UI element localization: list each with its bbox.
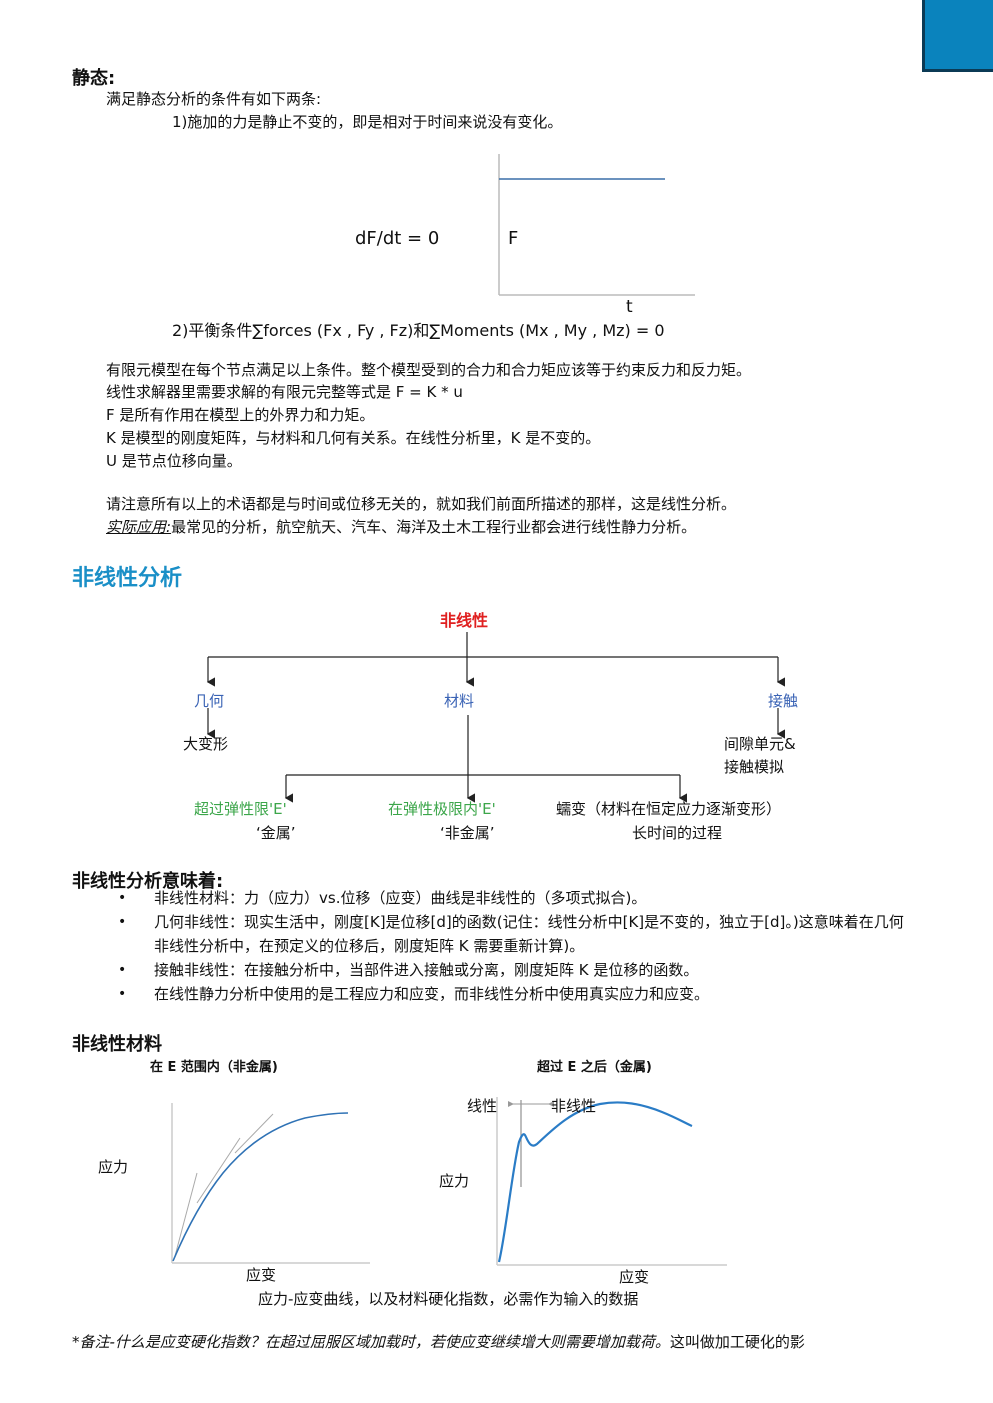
tree-within-elastic: 在弹性极限内'E' — [388, 800, 496, 818]
condition-1: 1)施加的力是静止不变的，即是相对于时间来说没有变化。 — [172, 113, 563, 131]
condition-2: 2)平衡条件∑forces (Fx , Fy , Fz)和∑Moments (M… — [172, 321, 665, 340]
tree-creep-line1: 蠕变（材料在恒定应力逐渐变形） — [556, 800, 782, 818]
para-line-1: 有限元模型在每个节点满足以上条件。整个模型受到的合力和合力矩应该等于约束反力和反… — [106, 361, 752, 379]
tree-gap-element-line1: 间隙单元& — [724, 735, 796, 753]
right-axis-stress: 应力 — [439, 1172, 470, 1190]
footnote-italic: *备注-什么是应变硬化指数？在超过屈服区域加载时，若使应变继续增大则需要增加载荷… — [72, 1333, 670, 1351]
footnote-rest: 这叫做加工硬化的影 — [669, 1333, 805, 1351]
left-axis-strain: 应变 — [246, 1266, 277, 1284]
footnote: *备注-什么是应变硬化指数？在超过屈服区域加载时，若使应变继续增大则需要增加载荷… — [72, 1331, 805, 1352]
para-line-3: F 是所有作用在模型上的外界力和力矩。 — [106, 406, 375, 424]
means-list: 非线性材料：力（应力）vs.位移（应变）曲线是非线性的（多项式拟合)。 几何非线… — [118, 886, 918, 1006]
section-title-nonlinear: 非线性分析 — [72, 566, 183, 591]
para-line-4: K 是模型的刚度矩阵，与材料和几何有关系。在线性分析里，K 是不变的。 — [106, 429, 601, 447]
right-curve — [497, 1101, 693, 1263]
tree-root: 非线性 — [440, 611, 489, 630]
static-intro: 满足静态分析的条件有如下两条: — [106, 90, 322, 108]
tree-geometry: 几何 — [194, 692, 225, 710]
tree-material: 材料 — [444, 692, 475, 710]
list-item: 接触非线性：在接触分析中，当部件进入接触或分离，刚度矩阵 K 是位移的函数。 — [118, 958, 918, 982]
chart-left-title: 在 E 范围内（非金属) — [150, 1060, 278, 1075]
corner-tab — [922, 0, 993, 72]
para-line-2: 线性求解器里需要求解的有限元完整等式是 F = K * u — [106, 383, 463, 401]
left-tangent-3 — [234, 1113, 274, 1154]
tree-beyond-elastic: 超过弹性限'E' — [194, 800, 287, 818]
force-time-graph — [498, 154, 695, 296]
graph-axis-y-label: F — [508, 228, 519, 249]
list-item: 几何非线性：现实生活中，刚度[K]是位移[d]的函数(记住：线性分析中[K]是不… — [118, 910, 918, 958]
tree-metal: ‘金属’ — [256, 824, 296, 842]
stress-strain-chart-metal — [496, 1097, 727, 1266]
left-curve — [172, 1112, 349, 1262]
list-item: 在线性静力分析中使用的是工程应力和应变，而非线性分析中使用真实应力和应变。 — [118, 982, 918, 1006]
chart-caption: 应力-应变曲线，以及材料硬化指数，必需作为输入的数据 — [258, 1290, 639, 1308]
tree-creep-line2: 长时间的过程 — [632, 824, 723, 842]
linear-label: 线性 — [467, 1097, 498, 1115]
list-item: 非线性材料：力（应力）vs.位移（应变）曲线是非线性的（多项式拟合)。 — [118, 886, 918, 910]
para-line-5: U 是节点位移向量。 — [106, 452, 242, 470]
stress-strain-chart-nonmetal — [171, 1103, 370, 1264]
right-axis-strain: 应变 — [619, 1268, 650, 1286]
static-heading: 静态: — [72, 68, 116, 89]
linear-note: 请注意所有以上的术语都是与时间或位移无关的，就如我们前面所描述的那样，这是线性分… — [106, 495, 737, 513]
chart-right-title: 超过 E 之后（金属) — [537, 1060, 652, 1075]
left-tangent-2 — [196, 1137, 241, 1204]
application-line: 实际应用:最常见的分析，航空航天、汽车、海洋及土木工程行业都会进行线性静力分析。 — [106, 516, 696, 538]
tree-gap-element-line2: 接触模拟 — [724, 758, 785, 776]
left-axis-stress: 应力 — [98, 1158, 129, 1176]
formula-label: dF/dt = 0 — [355, 228, 440, 249]
nonlinear-label: 非线性 — [551, 1097, 597, 1115]
tree-large-deformation: 大变形 — [183, 735, 229, 753]
tree-nonmetal: ‘非金属’ — [440, 824, 495, 842]
application-label: 实际应用: — [106, 518, 172, 536]
material-heading: 非线性材料 — [72, 1034, 162, 1055]
nonlinear-tree-connectors — [206, 632, 786, 803]
graph-axis-x-label: t — [626, 297, 633, 317]
left-tangent-1 — [174, 1172, 198, 1257]
application-text: 最常见的分析，航空航天、汽车、海洋及土木工程行业都会进行线性静力分析。 — [171, 518, 697, 536]
tree-contact: 接触 — [768, 692, 799, 710]
